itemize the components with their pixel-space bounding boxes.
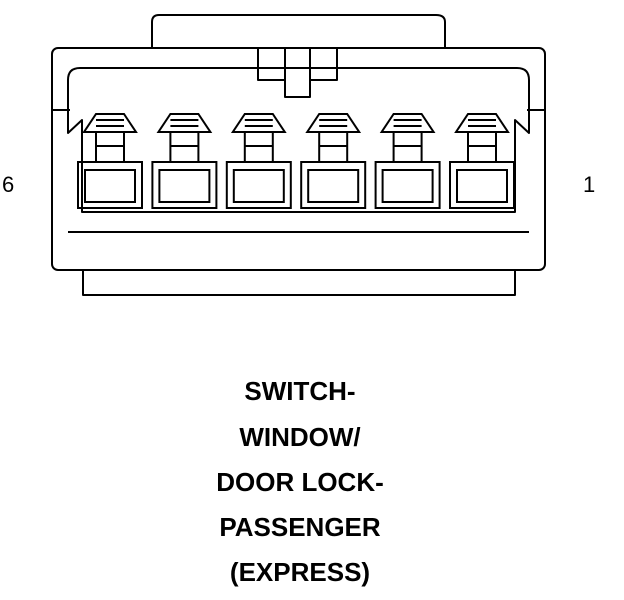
terminal-head — [379, 113, 436, 133]
terminal-cavity — [77, 113, 143, 209]
connector-diagram — [51, 14, 546, 296]
terminal-cavity — [374, 113, 441, 209]
caption-line-2: WINDOW/ — [239, 422, 361, 452]
pin-number-left: 6 — [2, 172, 15, 197]
cavity-inner — [456, 169, 508, 203]
terminal-cavity — [300, 113, 367, 209]
caption-line-4: PASSENGER — [219, 512, 381, 542]
terminal-head — [82, 113, 138, 133]
cavity-inner — [84, 169, 136, 203]
caption-line-5: (EXPRESS) — [229, 557, 371, 587]
terminal-head — [230, 113, 287, 133]
terminal-cavity — [449, 113, 515, 209]
terminal-head — [156, 113, 213, 133]
cavity-inner — [158, 169, 211, 203]
connector-housing — [51, 47, 546, 271]
terminal-cavity — [225, 113, 292, 209]
cavity-inner — [232, 169, 285, 203]
pin-number-right: 1 — [583, 172, 596, 197]
terminal-head — [305, 113, 362, 133]
cavity-inner — [307, 169, 360, 203]
connector-top-latch — [151, 14, 446, 48]
terminal-cavity — [151, 113, 218, 209]
cavity-inner — [381, 169, 434, 203]
connector-bottom-skirt — [82, 270, 516, 296]
caption-line-1: SWITCH- — [244, 376, 356, 406]
terminal-head — [454, 113, 510, 133]
connector-lock-tab — [257, 48, 338, 98]
connector-inner-face — [67, 67, 530, 213]
caption-line-3: DOOR LOCK- — [216, 467, 384, 497]
